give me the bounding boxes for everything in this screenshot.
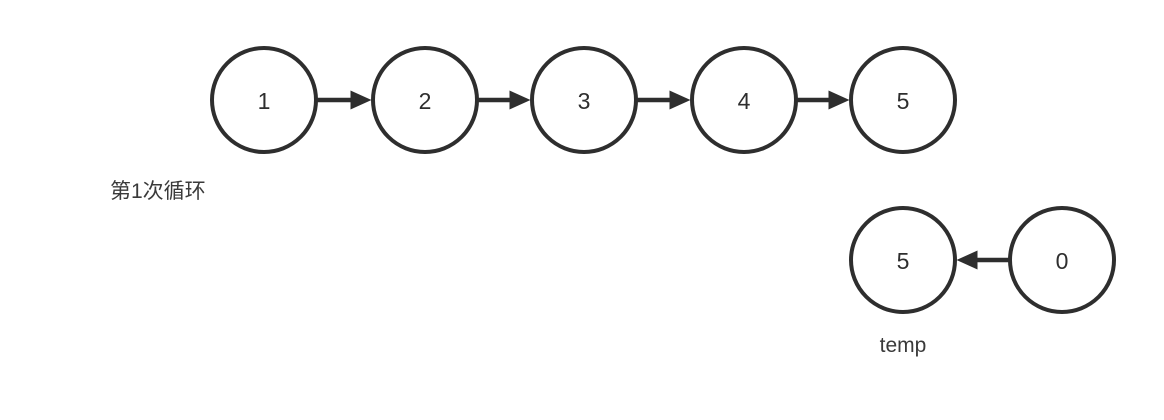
node-main-list-4[interactable]: 5: [849, 46, 957, 154]
caption-temp-pair: temp: [880, 334, 927, 357]
node-circle: [1008, 206, 1116, 314]
node-temp-pair-0[interactable]: 5: [849, 206, 957, 314]
node-value-label: 5: [897, 88, 910, 114]
node-main-list-1[interactable]: 2: [371, 46, 479, 154]
node-value-label: 0: [1056, 248, 1069, 274]
node-main-list-2[interactable]: 3: [530, 46, 638, 154]
node-circle: [849, 46, 957, 154]
node-main-list-3[interactable]: 4: [690, 46, 798, 154]
edge-arrowhead-left: [956, 250, 978, 270]
node-temp-pair-1[interactable]: 0: [1008, 206, 1116, 314]
edge-arrowhead-right: [509, 90, 531, 110]
edge-arrow: [478, 90, 531, 110]
node-value-label: 3: [578, 88, 591, 114]
node-value-label: 1: [258, 88, 271, 114]
edge-arrow: [317, 90, 372, 110]
node-circle: [210, 46, 318, 154]
edges-layer: [317, 90, 1009, 270]
edge-arrow: [797, 90, 850, 110]
node-main-list-0[interactable]: 1: [210, 46, 318, 154]
node-value-label: 5: [897, 248, 910, 274]
edge-arrowhead-right: [828, 90, 850, 110]
edge-arrow: [956, 250, 1009, 270]
node-circle: [690, 46, 798, 154]
node-circle: [849, 206, 957, 314]
caption-main-list: 第1次循环: [110, 180, 206, 203]
nodes-layer: 1 2 3 4 5 5 0: [210, 46, 1116, 314]
captions-layer: 第1次循环 temp: [110, 180, 926, 357]
node-circle: [530, 46, 638, 154]
node-value-label: 2: [419, 88, 432, 114]
node-value-label: 4: [738, 88, 751, 114]
edge-arrowhead-right: [350, 90, 372, 110]
edge-arrowhead-right: [669, 90, 691, 110]
node-circle: [371, 46, 479, 154]
edge-arrow: [637, 90, 691, 110]
